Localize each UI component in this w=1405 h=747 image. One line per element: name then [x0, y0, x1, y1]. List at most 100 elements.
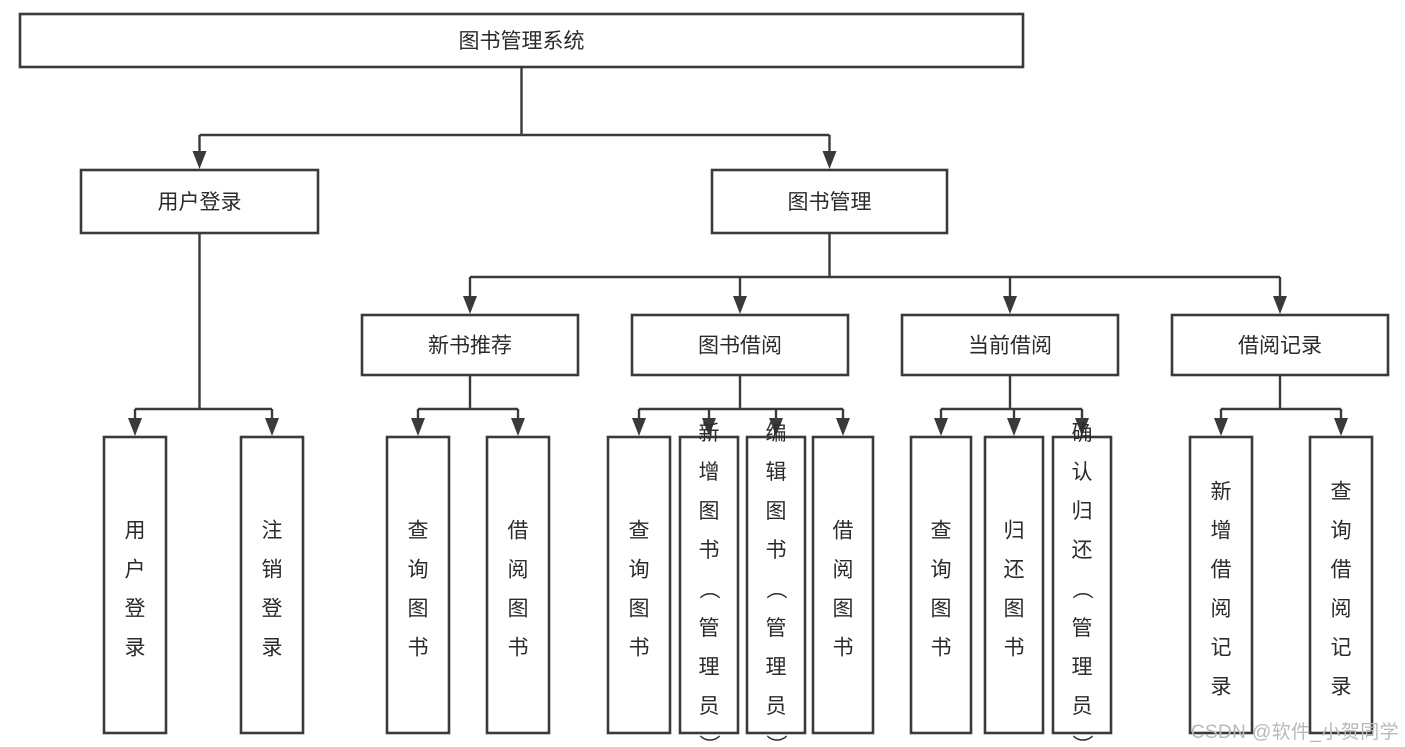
- node-leaf-return-book-rect[interactable]: [983, 435, 1045, 735]
- node-leaf-return-book-label-char: 图: [1004, 597, 1025, 620]
- arrowhead-icon-book-management: [822, 151, 837, 169]
- node-leaf-query-book-2-label-char: 图: [629, 597, 650, 620]
- node-leaf-logout-login-label-char: 录: [262, 636, 283, 659]
- node-leaf-query-book-3-rect[interactable]: [909, 435, 973, 735]
- arrowhead-icon-leaf-borrow-book-1: [511, 418, 525, 436]
- node-leaf-borrow-book-2-rect[interactable]: [811, 435, 875, 735]
- arrowhead-icon-leaf-query-book-3: [934, 418, 948, 436]
- node-root-图书管理系统-rect[interactable]: [18, 12, 1025, 69]
- node-leaf-edit-book-label-char: 书: [766, 539, 787, 562]
- arrowhead-icon-leaf-query-book-1: [411, 418, 425, 436]
- node-leaf-add-book-rect[interactable]: [678, 435, 740, 735]
- node-leaf-add-book-label-char: （: [697, 578, 720, 599]
- node-leaf-borrow-book-1-label-char: 阅: [508, 558, 529, 581]
- node-book-borrow-rect[interactable]: [630, 313, 850, 377]
- node-user-login[interactable]: 用户登录: [79, 168, 320, 235]
- node-leaf-user-login[interactable]: 用户登录: [102, 435, 168, 735]
- node-leaf-confirm-return-rect[interactable]: [1051, 435, 1113, 735]
- node-current-borrow-rect[interactable]: [900, 313, 1120, 377]
- node-leaf-user-login-label-char: 用: [125, 519, 146, 542]
- node-leaf-return-book-label-char: 还: [1004, 558, 1025, 581]
- node-leaf-query-book-3-label-char: 查: [931, 519, 952, 542]
- node-leaf-borrow-book-1-label-char: 借: [508, 519, 529, 542]
- node-borrow-record[interactable]: 借阅记录: [1170, 313, 1390, 377]
- node-leaf-user-login-label-char: 户: [125, 558, 146, 581]
- arrowhead-icon-user-login: [192, 151, 207, 169]
- node-leaf-add-borrow-record-label-char: 阅: [1211, 597, 1232, 620]
- arrowhead-icon-leaf-return-book: [1007, 418, 1021, 436]
- node-leaf-user-login-rect[interactable]: [102, 435, 168, 735]
- node-leaf-edit-book-label-char: 辑: [766, 461, 787, 484]
- node-leaf-borrow-book-1-rect[interactable]: [485, 435, 551, 735]
- node-current-borrow[interactable]: 当前借阅: [900, 313, 1120, 377]
- arrowhead-icon-new-book-recommend: [463, 296, 477, 314]
- node-leaf-query-borrow-record-label-char: 借: [1331, 558, 1352, 581]
- node-leaf-confirm-return-label-char: 认: [1072, 461, 1093, 484]
- node-leaf-add-borrow-record-rect[interactable]: [1188, 435, 1254, 735]
- node-book-management[interactable]: 图书管理: [710, 168, 949, 235]
- node-leaf-edit-book-rect[interactable]: [745, 435, 807, 735]
- node-leaf-return-book-label-char: 书: [1004, 636, 1025, 659]
- node-leaf-add-book-label-char: 图: [699, 500, 720, 523]
- node-leaf-query-book-1-label-char: 图: [408, 597, 429, 620]
- node-leaf-query-book-2-rect[interactable]: [606, 435, 672, 735]
- node-leaf-confirm-return-label-char: 确: [1072, 422, 1093, 445]
- node-leaf-confirm-return-label-char: ）: [1070, 734, 1093, 747]
- node-leaf-query-borrow-record-label-char: 查: [1331, 480, 1352, 503]
- node-root-图书管理系统[interactable]: 图书管理系统: [18, 12, 1025, 69]
- node-new-book-recommend-rect[interactable]: [360, 313, 580, 377]
- node-leaf-query-book-3-label-char: 图: [931, 597, 952, 620]
- node-leaf-query-borrow-record-rect[interactable]: [1308, 435, 1374, 735]
- node-leaf-query-book-2-label-char: 查: [629, 519, 650, 542]
- node-user-login-rect[interactable]: [79, 168, 320, 235]
- node-leaf-query-book-1-rect[interactable]: [385, 435, 451, 735]
- node-leaf-return-book-label-char: 归: [1004, 519, 1025, 542]
- node-leaf-logout-login-label-char: 销: [262, 558, 283, 581]
- node-leaf-user-login-label-char: 录: [125, 636, 146, 659]
- node-new-book-recommend[interactable]: 新书推荐: [360, 313, 580, 377]
- node-borrow-record-label: 借阅记录: [1238, 335, 1322, 358]
- node-leaf-query-book-3-label-char: 询: [931, 558, 952, 581]
- arrowhead-icon-borrow-record: [1273, 296, 1287, 314]
- node-leaf-confirm-return-label-char: 员: [1072, 695, 1093, 718]
- node-leaf-add-book-label-char: 理: [699, 656, 720, 679]
- node-leaf-add-borrow-record-label-char: 记: [1211, 636, 1232, 659]
- node-leaf-user-login-label-char: 登: [125, 597, 146, 620]
- node-leaf-add-borrow-record-label-char: 增: [1211, 519, 1232, 542]
- node-leaf-query-borrow-record-label-char: 询: [1331, 519, 1352, 542]
- node-leaf-logout-login-rect[interactable]: [239, 435, 305, 735]
- node-leaf-add-borrow-record-label-char: 借: [1211, 558, 1232, 581]
- node-leaf-add-borrow-record-label-char: 录: [1211, 675, 1232, 698]
- arrowhead-icon-leaf-borrow-book-2: [836, 418, 850, 436]
- node-leaf-add-borrow-record-label-char: 新: [1211, 480, 1232, 503]
- node-leaf-add-book-label-char: 书: [699, 539, 720, 562]
- node-leaf-confirm-return-label-char: 管: [1072, 617, 1093, 640]
- node-new-book-recommend-label: 新书推荐: [428, 335, 512, 358]
- node-leaf-edit-book-label-char: 编: [766, 422, 787, 445]
- node-borrow-record-rect[interactable]: [1170, 313, 1390, 377]
- node-leaf-query-book-1-label-char: 查: [408, 519, 429, 542]
- arrowhead-icon-leaf-query-book-2: [632, 418, 646, 436]
- arrowhead-icon-leaf-add-borrow-record: [1214, 418, 1228, 436]
- node-leaf-edit-book-label-char: （: [764, 578, 787, 599]
- arrowhead-icon-current-borrow: [1003, 296, 1017, 314]
- node-book-management-rect[interactable]: [710, 168, 949, 235]
- arrowhead-icon-leaf-add-book: [702, 418, 716, 436]
- node-leaf-query-book-2-label-char: 书: [629, 636, 650, 659]
- arrowhead-icon-leaf-user-login: [128, 418, 142, 436]
- node-leaf-borrow-book-1-label-char: 书: [508, 636, 529, 659]
- node-book-borrow[interactable]: 图书借阅: [630, 313, 850, 377]
